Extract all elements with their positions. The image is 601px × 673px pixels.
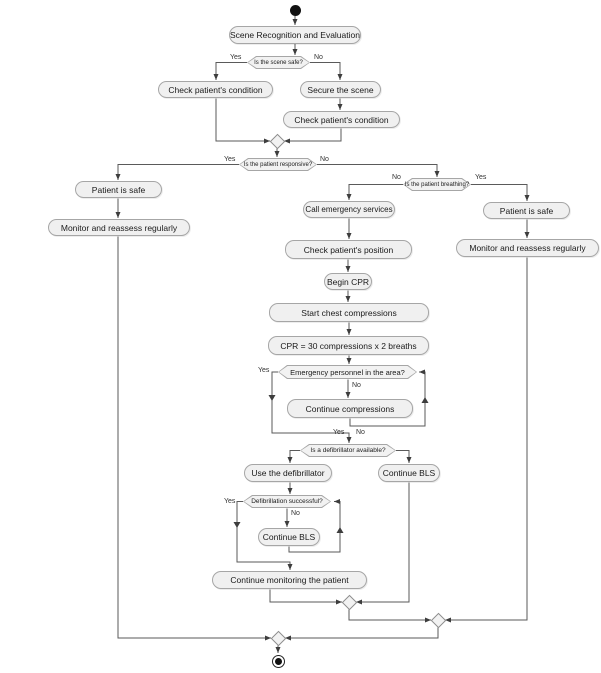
edge-defib-yes [287, 450, 300, 463]
activity-secure-scene: Secure the scene [300, 81, 381, 98]
edge-monitorL-to-merge3 [117, 236, 271, 641]
branch-label-yes: Yes [258, 367, 270, 374]
activity-continue-bls-loop: Continue BLS [258, 528, 320, 546]
edge-checkR-to-merge [284, 128, 342, 144]
branch-label-yes: Yes [224, 498, 236, 505]
activity-monitor-left: Monitor and reassess regularly [48, 219, 190, 236]
activity-label: CPR = 30 compressions x 2 breaths [280, 340, 417, 351]
branch-label-no: No [392, 174, 401, 181]
branch-label-yes: Yes [475, 174, 487, 181]
decision-label: Is a defibrillator available? [310, 447, 386, 454]
decision-personnel: Emergency personnel in the area? [278, 365, 417, 379]
edge-monitorR-to-merge2 [445, 257, 528, 623]
edge-personnel-yes [271, 371, 352, 443]
activity-monitor-right: Monitor and reassess regularly [456, 239, 599, 257]
activity-label: Continue BLS [262, 532, 316, 542]
branch-label-no: No [356, 429, 365, 436]
edge-blsR-to-merge1 [356, 482, 410, 605]
edge-bls-loopback [288, 499, 341, 553]
activity-label: Secure the scene [307, 84, 374, 95]
edge-responsive-yes [115, 164, 239, 180]
activity-scene-recognition: Scene Recognition and Evaluation [229, 26, 361, 44]
activity-label: Scene Recognition and Evaluation [230, 30, 360, 40]
activity-use-defibrillator: Use the defibrillator [244, 464, 332, 482]
branch-label-no: No [320, 156, 329, 163]
decision-defib-successful: Defibrillation successful? [243, 495, 331, 508]
activity-check-position: Check patient's position [285, 240, 412, 259]
edge-defib-no [396, 450, 412, 463]
activity-label: Check patient's condition [168, 84, 263, 95]
activity-call-emergency: Call emergency services [303, 201, 395, 218]
activity-patient-safe-right: Patient is safe [483, 202, 570, 219]
activity-cpr-ratio: CPR = 30 compressions x 2 breaths [268, 336, 429, 355]
activity-label: Call emergency services [305, 205, 393, 214]
edge-responsive-no [317, 164, 440, 177]
activity-check-condition-right: Check patient's condition [283, 111, 400, 128]
activity-patient-safe-left: Patient is safe [75, 181, 162, 198]
branch-label-no: No [314, 54, 323, 61]
decision-label: Is the patient breathing? [404, 181, 470, 188]
activity-label: Monitor and reassess regularly [469, 243, 586, 253]
decision-scene-safe: Is the scene safe? [247, 56, 310, 69]
edge-merge2-to-merge3 [285, 627, 439, 641]
edge-compressions-loopback [349, 369, 426, 427]
edge-breathing-yes [471, 184, 530, 201]
activity-label: Patient is safe [499, 205, 554, 216]
decision-label: Defibrillation successful? [251, 498, 323, 505]
edge-monitoring-to-merge1 [269, 589, 342, 605]
branch-label-no: No [352, 382, 361, 389]
edge-safe-no [310, 62, 343, 80]
activity-continue-monitoring: Continue monitoring the patient [212, 571, 367, 589]
edge-safe-yes [213, 62, 247, 80]
activity-label: Start chest compressions [301, 307, 397, 318]
branch-label-yes: Yes [333, 429, 345, 436]
edge-merge1-to-merge2 [348, 609, 431, 623]
decision-defib-available: Is a defibrillator available? [300, 444, 396, 457]
start-node [289, 4, 301, 16]
branch-label-yes: Yes [224, 156, 236, 163]
edge-successful-yes [236, 501, 293, 570]
activity-label: Continue BLS [382, 468, 436, 478]
decision-responsive: Is the patient responsive? [239, 158, 317, 171]
activity-continue-bls-right: Continue BLS [378, 464, 440, 482]
activity-label: Monitor and reassess regularly [60, 222, 178, 233]
activity-check-condition-left: Check patient's condition [158, 81, 273, 98]
activity-label: Continue compressions [305, 403, 395, 414]
midline-arrowheads [233, 395, 429, 533]
edge-breathing-no [346, 184, 403, 200]
end-node [271, 654, 285, 668]
activity-begin-cpr: Begin CPR [324, 273, 372, 290]
activity-label: Begin CPR [326, 276, 370, 287]
activity-label: Use the defibrillator [251, 468, 325, 478]
branch-label-no: No [291, 510, 300, 517]
activity-start-compressions: Start chest compressions [269, 303, 429, 322]
decision-label: Emergency personnel in the area? [290, 367, 405, 377]
decision-label: Is the patient responsive? [243, 161, 313, 168]
activity-label: Continue monitoring the patient [230, 575, 349, 585]
decision-label: Is the scene safe? [254, 59, 303, 66]
activity-label: Check patient's position [303, 244, 394, 255]
edge-checkL-to-merge [215, 98, 270, 144]
decision-breathing: Is the patient breathing? [403, 178, 471, 191]
activity-label: Patient is safe [91, 184, 146, 195]
activity-label: Check patient's condition [294, 114, 389, 125]
branch-label-yes: Yes [230, 54, 242, 61]
activity-continue-compressions: Continue compressions [287, 399, 413, 418]
